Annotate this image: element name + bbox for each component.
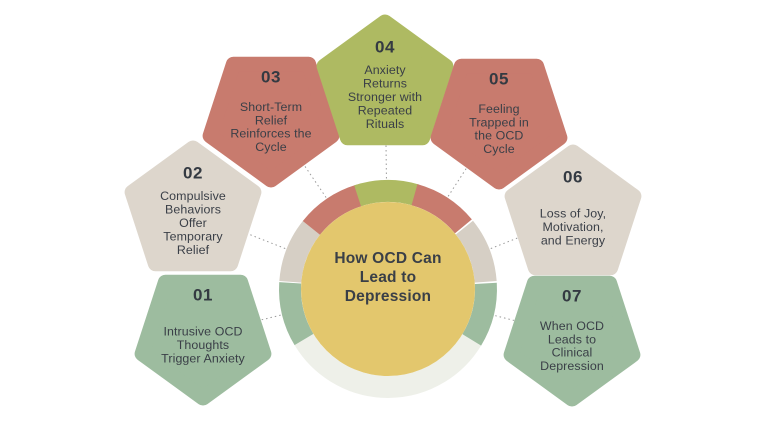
center-circle — [301, 202, 475, 376]
ring-segment-03 — [302, 184, 364, 236]
step-label-line: Offer — [179, 216, 207, 230]
step-number: 03 — [261, 68, 281, 87]
step-label-line: Returns — [363, 77, 407, 91]
step-label-line: Thoughts — [177, 338, 229, 352]
step-label-line: Clinical — [552, 346, 593, 360]
step-label: Loss of Joy,Motivation,and Energy — [540, 207, 606, 248]
step-pentagon-05 — [430, 58, 568, 190]
ring-segment-02 — [279, 220, 321, 283]
connector-line-03 — [302, 162, 330, 202]
connector-line-06 — [486, 232, 530, 251]
ring-segment-bottom — [294, 333, 482, 398]
ring-segment-01 — [279, 282, 314, 346]
connector-line-04 — [385, 136, 387, 184]
step-number: 02 — [183, 164, 203, 183]
step-label-line: When OCD — [540, 319, 604, 333]
ring-segment-04 — [354, 179, 419, 207]
center-title-line: How OCD Can — [334, 250, 441, 267]
step-pentagon-01 — [134, 274, 272, 406]
step-label-line: Cycle — [255, 140, 286, 154]
step-label-line: Cycle — [483, 142, 514, 156]
step-number: 04 — [375, 38, 395, 57]
step-label-line: Depression — [540, 359, 604, 373]
step-label-line: Relief — [255, 113, 288, 127]
step-label-line: Compulsive — [160, 189, 226, 203]
step-label-line: Relief — [177, 243, 210, 257]
ring-segment-06 — [455, 220, 497, 283]
step-label-line: Anxiety — [364, 63, 406, 77]
center-title-line: Lead to — [360, 269, 417, 286]
step-label-line: Motivation, — [542, 220, 603, 234]
step-label-line: and Energy — [541, 233, 606, 247]
step-number: 07 — [562, 287, 582, 306]
step-number: 01 — [193, 286, 213, 305]
step-label-line: Reinforces the — [230, 127, 311, 141]
connector-line-05 — [445, 161, 472, 201]
step-number: 06 — [563, 168, 583, 187]
connector-line-01 — [240, 313, 286, 326]
step-label-line: Intrusive OCD — [163, 325, 242, 339]
step-label-line: Temporary — [163, 229, 223, 243]
ring-segment-07 — [462, 282, 497, 346]
step-label-line: Trapped in — [469, 115, 529, 129]
step-label-line: Repeated — [358, 103, 413, 117]
step-label-line: Behaviors — [165, 203, 221, 217]
step-pentagon-04 — [316, 14, 454, 146]
step-label-line: the OCD — [475, 129, 524, 143]
step-pentagon-06 — [504, 144, 642, 276]
step-label-line: Leads to — [548, 332, 596, 346]
step-pentagon-02 — [124, 140, 262, 272]
connector-line-07 — [490, 314, 536, 327]
step-label-line: Stronger with — [348, 90, 422, 104]
ring-segment-05 — [411, 184, 472, 234]
connector-line-02 — [246, 232, 290, 251]
step-pentagon-03 — [202, 56, 340, 188]
step-label-line: Short-Term — [240, 100, 302, 114]
step-pentagon-07 — [503, 275, 641, 407]
step-label-line: Rituals — [366, 117, 405, 131]
step-label-line: Loss of Joy, — [540, 207, 606, 221]
step-number: 05 — [489, 70, 509, 89]
center-title-line: Depression — [345, 288, 431, 305]
step-label-line: Trigger Anxiety — [161, 351, 245, 365]
step-label-line: Feeling — [478, 102, 519, 116]
